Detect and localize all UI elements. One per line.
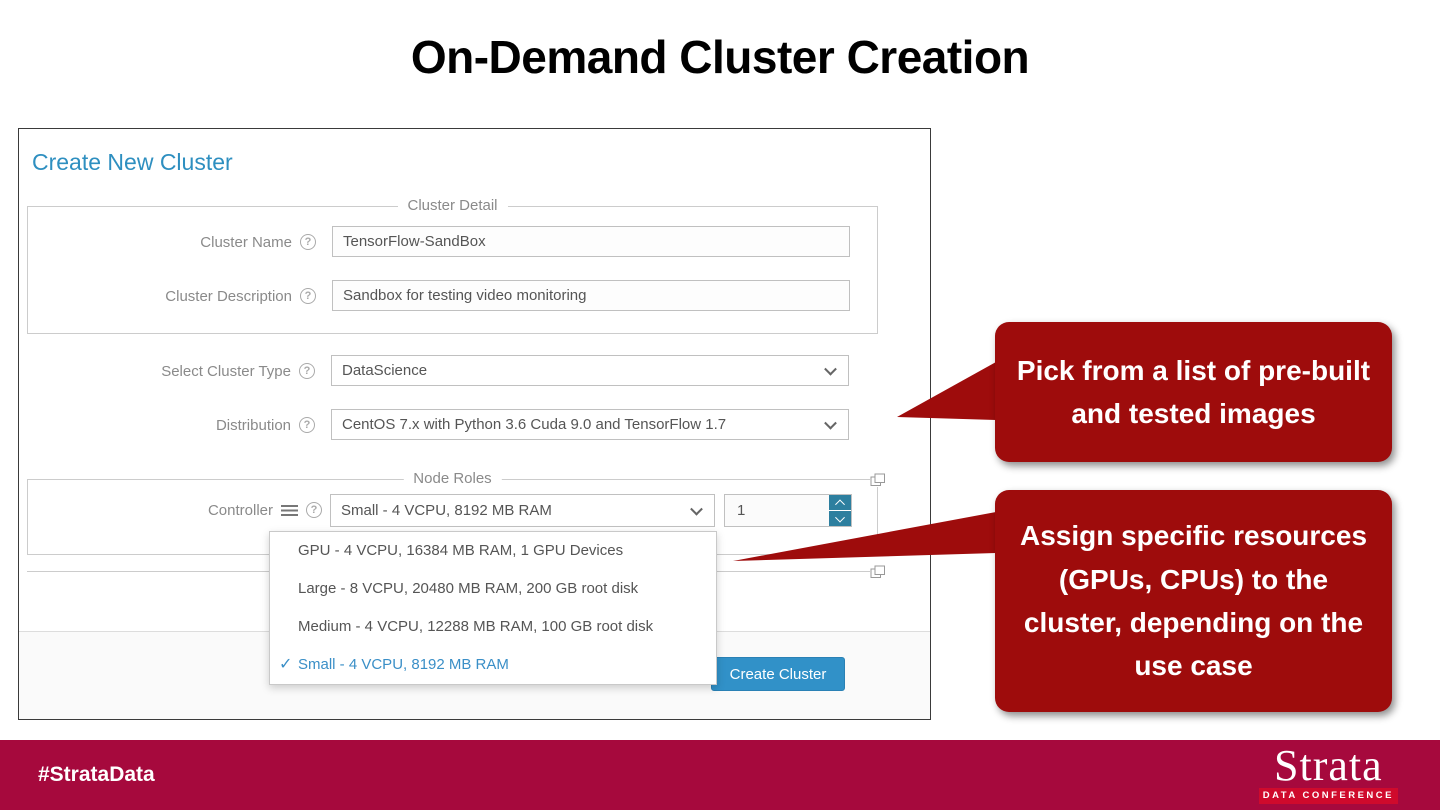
distribution-select[interactable]: CentOS 7.x with Python 3.6 Cuda 9.0 and … (331, 409, 849, 440)
expand-icon[interactable] (870, 565, 886, 579)
strata-logo: Strata DATA CONFERENCE (1258, 741, 1398, 804)
callout-text: Assign specific resources (GPUs, CPUs) t… (1019, 520, 1368, 682)
callout-pointer (897, 362, 996, 420)
node-size-dropdown: GPU - 4 VCPU, 16384 MB RAM, 1 GPU Device… (269, 531, 717, 685)
dropdown-option-label: Small - 4 VCPU, 8192 MB RAM (298, 656, 509, 673)
distribution-value: CentOS 7.x with Python 3.6 Cuda 9.0 and … (342, 416, 727, 433)
cluster-description-input[interactable] (332, 280, 850, 311)
strata-logo-subtitle: DATA CONFERENCE (1258, 788, 1398, 804)
help-icon[interactable]: ? (306, 502, 322, 518)
dropdown-option-large[interactable]: Large - 8 VCPU, 20480 MB RAM, 200 GB roo… (298, 580, 639, 597)
callout-text: Pick from a list of pre-built and tested… (1016, 354, 1371, 429)
callout-pointer (733, 512, 996, 561)
stepper-up-icon[interactable] (829, 495, 851, 510)
cluster-name-label: Cluster Name (200, 233, 292, 251)
cluster-type-value: DataScience (342, 362, 428, 379)
node-count-stepper (829, 495, 851, 526)
cluster-detail-section: Cluster Detail Cluster Name ? Cluster De… (27, 197, 878, 334)
chevron-down-icon (690, 502, 703, 516)
page-title: On-Demand Cluster Creation (410, 31, 1030, 83)
callout-assign-resources: Assign specific resources (GPUs, CPUs) t… (995, 490, 1392, 712)
dropdown-option-medium[interactable]: Medium - 4 VCPU, 12288 MB RAM, 100 GB ro… (298, 618, 654, 635)
controller-size-select[interactable]: Small - 4 VCPU, 8192 MB RAM (330, 494, 715, 527)
node-roles-section: Node Roles Controller ? Small - 4 VCPU, … (27, 470, 878, 555)
help-icon[interactable]: ? (299, 417, 315, 433)
controller-label-row: Controller ? (28, 494, 322, 526)
node-roles-legend: Node Roles (403, 470, 502, 487)
distribution-label: Distribution (215, 416, 291, 434)
node-count-input[interactable]: 1 (737, 502, 746, 519)
panel-title: Create New Cluster (32, 149, 233, 175)
controller-label: Controller (207, 501, 273, 519)
cluster-description-label-row: Cluster Description ? (28, 280, 316, 312)
expand-icon[interactable] (870, 473, 886, 487)
help-icon[interactable]: ? (299, 363, 315, 379)
dropdown-option-small[interactable]: ✓ Small - 4 VCPU, 8192 MB RAM (270, 646, 716, 684)
distribution-label-row: Distribution ? (27, 409, 315, 441)
hashtag-label: #StrataData (38, 763, 155, 786)
footer-bar: #StrataData Strata DATA CONFERENCE (0, 740, 1440, 810)
stepper-down-icon[interactable] (829, 511, 851, 526)
cluster-name-input[interactable] (332, 226, 850, 257)
chevron-down-icon (824, 416, 837, 430)
check-icon: ✓ (279, 656, 293, 673)
create-cluster-panel: Create New Cluster Cluster Detail Cluste… (18, 128, 931, 720)
chevron-down-icon (824, 362, 837, 376)
controller-size-value: Small - 4 VCPU, 8192 MB RAM (341, 502, 552, 519)
cluster-type-select[interactable]: DataScience (331, 355, 849, 386)
cluster-type-label-row: Select Cluster Type ? (27, 355, 315, 387)
menu-icon[interactable] (281, 504, 298, 517)
callout-prebuilt-images: Pick from a list of pre-built and tested… (995, 322, 1392, 462)
cluster-detail-legend: Cluster Detail (397, 197, 508, 214)
cluster-type-label: Select Cluster Type (161, 362, 291, 380)
help-icon[interactable]: ? (300, 234, 316, 250)
dropdown-option-gpu[interactable]: GPU - 4 VCPU, 16384 MB RAM, 1 GPU Device… (298, 542, 624, 559)
create-cluster-button[interactable]: Create Cluster (711, 657, 845, 691)
cluster-name-label-row: Cluster Name ? (28, 226, 316, 258)
strata-logo-wordmark: Strata (1274, 741, 1383, 790)
cluster-description-label: Cluster Description (165, 287, 292, 305)
node-count-field: 1 (724, 494, 852, 527)
help-icon[interactable]: ? (300, 288, 316, 304)
